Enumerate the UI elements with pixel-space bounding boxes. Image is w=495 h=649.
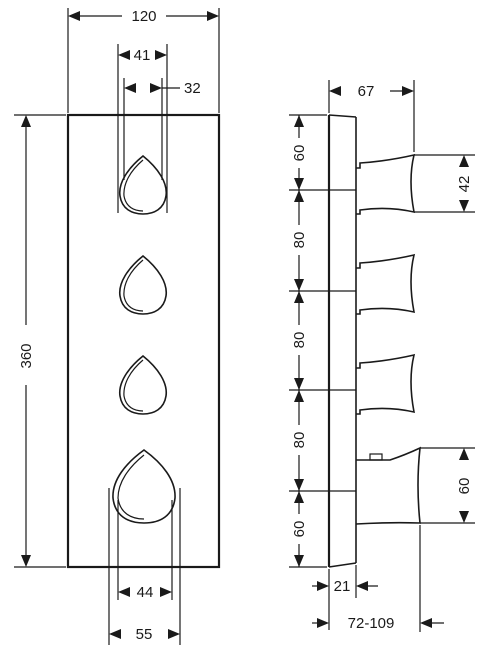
front-handle-4: [112, 449, 176, 524]
width-label: 120: [131, 8, 156, 25]
bottom-handle-width-dimension: 44: [117, 500, 173, 601]
side-handle-4: [355, 446, 421, 525]
bottom-handle-width-label: 44: [137, 584, 154, 601]
depth-dimension: 67: [328, 80, 415, 152]
height-dimension: 360: [14, 114, 66, 568]
wall-depth-label: 21: [334, 578, 351, 595]
segment-label-3: 80: [291, 332, 308, 349]
wall-depth-dimension: 21: [312, 565, 378, 630]
handle-offset-dimension: 32: [123, 78, 201, 180]
install-range-dimension: 72-109: [312, 525, 444, 632]
handle-offset-label: 32: [184, 80, 201, 97]
install-range-label: 72-109: [348, 615, 395, 632]
segment-label-1: 60: [291, 145, 308, 162]
front-plate: [66, 113, 221, 569]
segment-label-4: 80: [291, 432, 308, 449]
handle-width-dimension: 41: [117, 44, 168, 213]
handle-height-dimension: 42: [414, 154, 475, 213]
side-handle-1: [356, 153, 416, 215]
handle-height-label: 42: [456, 176, 473, 193]
bottom-handle-height-label: 60: [456, 478, 473, 495]
side-plate: [327, 114, 357, 568]
front-handle-2: [118, 254, 168, 315]
bottom-handle-outer-dimension: 55: [108, 488, 181, 645]
front-view: 120 41 32 360: [14, 8, 221, 645]
side-handle-3: [356, 353, 416, 415]
segment-label-5: 60: [291, 521, 308, 538]
handle-width-label: 41: [134, 47, 151, 64]
bottom-handle-height-dimension: 60: [420, 447, 475, 524]
height-label: 360: [18, 343, 35, 368]
side-handle-2: [356, 253, 416, 315]
segment-label-2: 80: [291, 232, 308, 249]
segment-dimensions: 60 80 80 80 60: [289, 114, 356, 568]
front-handle-1: [118, 154, 168, 215]
width-dimension: 120: [67, 8, 220, 113]
front-handle-3: [118, 354, 168, 415]
side-view: 67 42 60: [289, 80, 475, 632]
depth-label: 67: [358, 83, 375, 100]
bottom-handle-outer-label: 55: [136, 626, 153, 643]
